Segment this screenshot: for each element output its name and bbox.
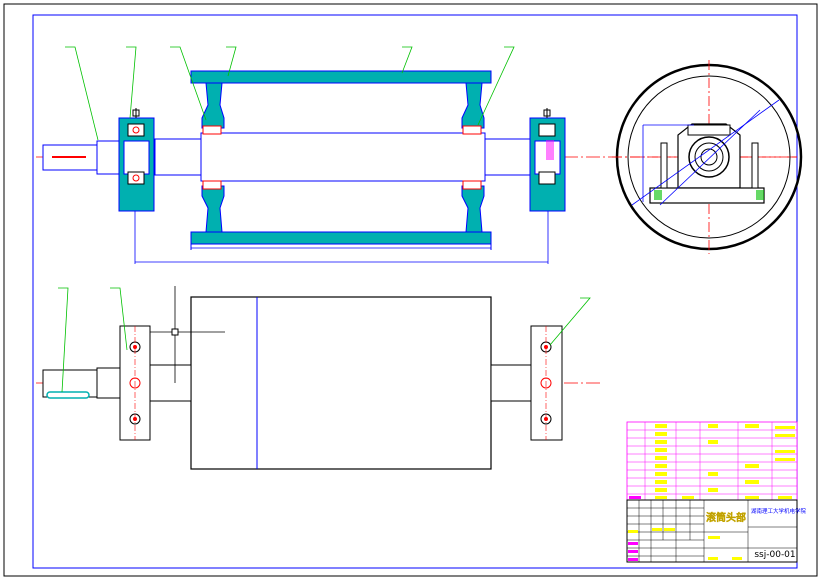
parts-list-entries: [629, 424, 795, 499]
shaft-step-right: [484, 138, 531, 176]
pillow-block-base: [649, 187, 765, 204]
title-block: 滚筒头部 湖南理工大学机电学院 ssj-00-01: [626, 421, 807, 563]
top-view-shaft-left: [149, 364, 192, 402]
left-hub-web-bottom: [201, 185, 225, 233]
drawing-name: 滚筒头部: [706, 511, 746, 524]
left-hub-web-top: [201, 82, 225, 129]
main-shaft: [200, 132, 486, 182]
part-leaders-front: [65, 46, 515, 141]
shaft-neck-left: [96, 140, 120, 175]
right-hub-web-bottom: [461, 185, 485, 233]
drum-inner-circle: [627, 75, 791, 239]
drum-shell-top: [190, 70, 492, 84]
drum-shell-bottom: [190, 231, 492, 245]
inner-border: [32, 14, 798, 569]
front-view-sectioned-roller: [36, 46, 797, 264]
school-name: 湖南理工大学机电学院: [751, 507, 807, 515]
top-view-shaft-right: [490, 364, 532, 402]
shaft-step-left: [154, 138, 202, 176]
right-hub-web-top: [461, 82, 485, 129]
part-leaders-top: [58, 287, 591, 393]
top-view-drum-body: [190, 296, 492, 470]
keyway: [46, 391, 90, 399]
drawing-number: ssj-00-01: [754, 550, 795, 560]
top-view-right-pillow-block: [530, 325, 563, 441]
outer-border: [3, 3, 818, 577]
top-view-roller: [36, 286, 600, 470]
side-view-end: [612, 60, 803, 254]
